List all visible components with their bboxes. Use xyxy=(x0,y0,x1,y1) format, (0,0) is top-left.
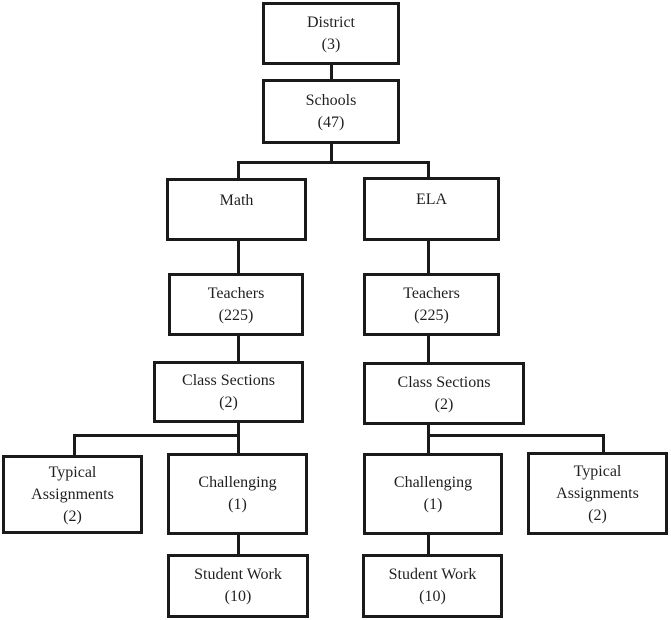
node-typical-assignments-math: Typical Assignments (2) xyxy=(2,455,143,534)
node-class-sections-math-label: Class Sections xyxy=(182,372,275,389)
node-class-sections-math: Class Sections (2) xyxy=(153,361,304,423)
edge-challenging-studentwork-ela xyxy=(427,533,430,555)
edge-challenging-studentwork-math xyxy=(237,533,240,555)
node-class-sections-ela-label: Class Sections xyxy=(397,373,491,391)
edge-teachers-classsections-math xyxy=(237,334,240,362)
node-challenging-ela-label: Challenging xyxy=(393,474,473,491)
node-schools-label: Schools xyxy=(305,91,357,109)
node-teachers-ela: Teachers (225) xyxy=(363,273,500,336)
node-math: Math xyxy=(166,178,307,241)
node-schools-count: (47) xyxy=(317,113,345,131)
edge-ela-teachers xyxy=(427,239,430,274)
node-teachers-math-count: (225) xyxy=(218,306,254,324)
node-teachers-ela-label: Teachers xyxy=(403,284,460,302)
edge-split-typical-ela xyxy=(602,434,605,453)
node-typical-assignments-ela: Typical Assignments (2) xyxy=(527,452,668,535)
node-teachers-ela-count: (225) xyxy=(414,306,449,324)
edge-teachers-classsections-ela xyxy=(427,334,430,364)
node-challenging-ela-count: (1) xyxy=(423,496,443,513)
node-district: District (3) xyxy=(262,2,400,65)
edge-district-schools xyxy=(330,63,333,80)
node-class-sections-math-count: (2) xyxy=(219,394,238,411)
node-schools: Schools (47) xyxy=(262,79,400,144)
node-teachers-math: Teachers (225) xyxy=(168,273,304,336)
node-class-sections-ela: Class Sections (2) xyxy=(363,362,525,425)
node-student-work-ela-label: Student Work xyxy=(388,566,477,583)
edge-classsections-challenging-ela xyxy=(427,423,430,454)
node-class-sections-ela-count: (2) xyxy=(434,395,454,413)
node-district-count: (3) xyxy=(321,35,341,53)
edge-schools-split xyxy=(330,142,333,163)
edge-split-top-horizontal xyxy=(237,161,430,164)
edge-split-horizontal-ela xyxy=(427,434,605,437)
node-student-work-math: Student Work (10) xyxy=(167,554,309,618)
node-typical-assignments-math-count: (2) xyxy=(63,507,82,525)
node-typical-assignments-ela-count: (2) xyxy=(588,506,607,524)
edge-split-math xyxy=(237,161,240,179)
node-student-work-ela-count: (10) xyxy=(419,588,446,605)
node-student-work-math-count: (10) xyxy=(224,588,252,605)
node-challenging-math-count: (1) xyxy=(228,496,247,513)
edge-split-typical-math xyxy=(73,434,76,456)
node-challenging-math: Challenging (1) xyxy=(167,453,308,535)
node-teachers-math-label: Teachers xyxy=(207,284,265,302)
node-ela-label: ELA xyxy=(415,191,448,208)
edge-split-horizontal-math xyxy=(73,434,240,437)
node-district-label: District xyxy=(307,13,355,31)
node-math-label: Math xyxy=(219,192,254,209)
edge-math-teachers xyxy=(237,239,240,274)
edge-split-ela xyxy=(427,161,430,179)
node-typical-assignments-math-label: Typical Assignments xyxy=(31,463,114,503)
node-typical-assignments-ela-label: Typical Assignments xyxy=(556,462,639,502)
node-student-work-math-label: Student Work xyxy=(194,566,282,583)
node-challenging-ela: Challenging (1) xyxy=(363,453,503,535)
node-ela: ELA xyxy=(363,177,500,241)
edge-classsections-challenging-math xyxy=(237,421,240,454)
node-student-work-ela: Student Work (10) xyxy=(362,554,503,618)
node-challenging-math-label: Challenging xyxy=(198,474,277,491)
